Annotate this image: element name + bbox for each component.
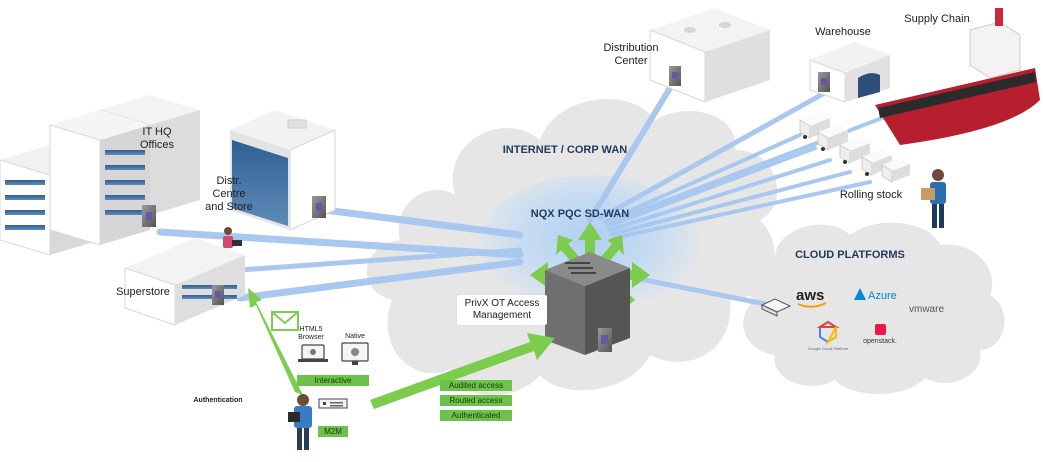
vmware-logo: vmware — [909, 304, 944, 315]
supply-chain-label: Supply Chain — [904, 13, 970, 25]
network-links — [156, 85, 892, 308]
access-arrows — [248, 288, 555, 409]
truck-icon — [839, 137, 870, 164]
cloud-platforms-cloud — [742, 222, 1005, 394]
privx-label: PrivX OT Access Management — [457, 295, 547, 325]
link-cloud-platforms — [617, 272, 773, 308]
rolling-stock-label: Rolling stock — [839, 189, 903, 201]
routed-access-badge: Routed access — [440, 395, 512, 406]
link-distr-centre — [321, 206, 524, 239]
azure-logo: Azure — [868, 290, 897, 302]
internet-label: INTERNET / CORP WAN — [502, 144, 628, 156]
sdwan-label: NQX PQC SD-WAN — [530, 208, 630, 220]
arrow-to-superstore — [248, 288, 303, 395]
superstore-user-icon — [223, 227, 242, 248]
link-superstore-user — [237, 247, 523, 273]
link-truck-1 — [603, 133, 802, 224]
link-distribution-center — [587, 85, 673, 223]
it-hq-label: IT HQ Offices — [139, 126, 175, 151]
link-warehouse — [597, 87, 833, 221]
google-cloud-icon — [816, 320, 840, 345]
html5-browser-label: HTML5 Browser — [298, 326, 324, 341]
distribution-center-building — [649, 8, 770, 103]
rolling-stock-trucks — [799, 112, 910, 183]
warehouse-building — [809, 42, 890, 103]
link-it-hq — [156, 228, 524, 259]
audited-access-badge: Audited access — [440, 380, 512, 391]
link-truck-5 — [612, 180, 872, 240]
distribution-center-label: Distribution Center — [603, 42, 659, 67]
superstore-label: Superstore — [116, 286, 170, 298]
warehouse-label: Warehouse — [815, 26, 871, 38]
supply-chain-ship — [875, 8, 1040, 145]
google-cloud-logo: Google Cloud Platform — [808, 346, 849, 351]
openstack-logo: openstack. — [863, 338, 897, 345]
truck-icon — [799, 112, 830, 139]
link-superstore — [236, 258, 524, 302]
aws-logo: aws — [796, 287, 824, 304]
link-truck-3 — [608, 158, 832, 232]
m2m-device-icon — [318, 398, 348, 409]
mail-icon — [271, 311, 299, 331]
authenticated-badge: Authenticated — [440, 410, 512, 421]
truck-icon — [817, 124, 848, 151]
native-label: Native — [345, 333, 365, 340]
authentication-label: Authentication — [193, 397, 243, 404]
delivery-person-icon — [921, 169, 946, 228]
m2m-badge: M2M — [318, 426, 348, 437]
link-truck-4 — [610, 170, 852, 236]
arrow-to-privx — [370, 333, 555, 409]
it-hq-buildings — [0, 95, 200, 256]
openstack-icon — [875, 324, 886, 335]
truck-icon — [881, 158, 910, 183]
distr-centre-label: Distr. Centre and Store — [205, 175, 253, 213]
cloud-logos: aws Azure vmware Google Cloud Platform o… — [796, 287, 944, 351]
html5-browser-icon — [298, 344, 328, 362]
azure-icon — [854, 288, 866, 300]
link-truck-2 — [606, 146, 817, 228]
router-icon — [760, 298, 792, 317]
privx-server — [530, 222, 650, 355]
distr-centre-building — [230, 110, 336, 231]
interactive-badge: Interactive — [297, 375, 369, 386]
admin-user-icon — [288, 394, 312, 450]
cloud-platforms-label: CLOUD PLATFORMS — [795, 249, 905, 261]
native-client-icon — [341, 342, 369, 365]
superstore-building — [124, 227, 245, 326]
